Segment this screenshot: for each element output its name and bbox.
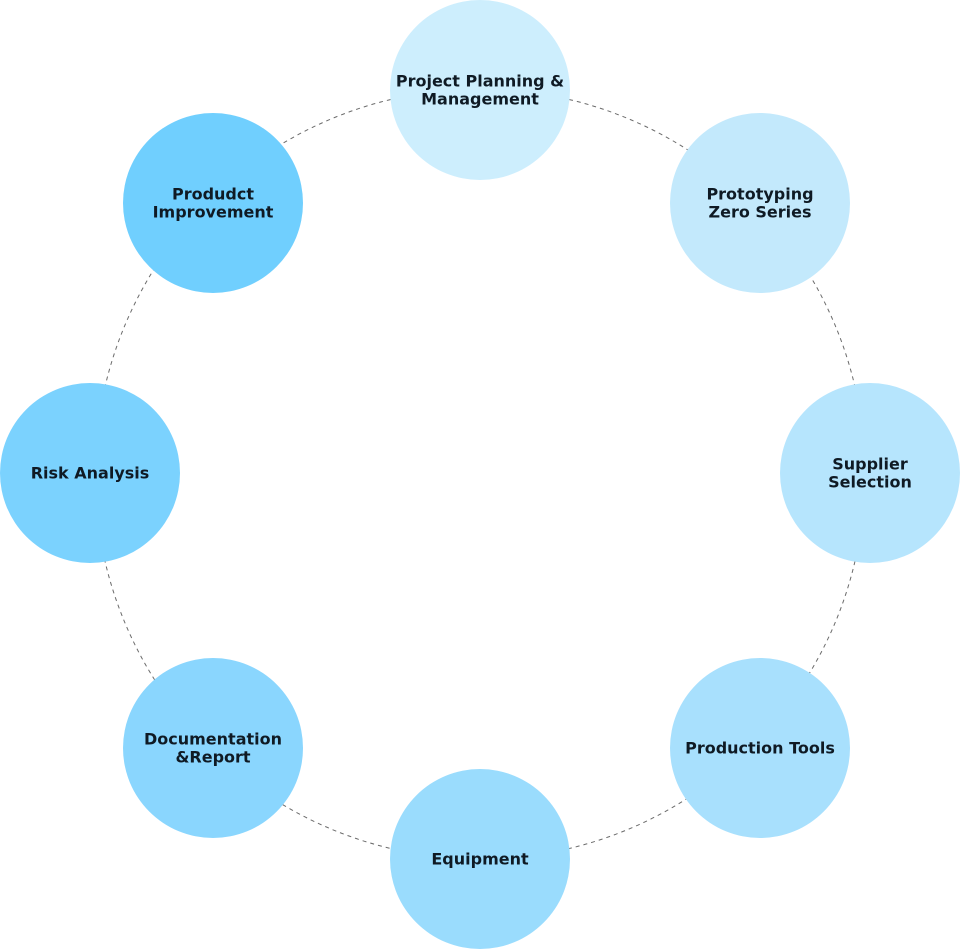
node-risk-analysis: Risk Analysis [0,383,180,563]
node-label-project-planning-line-2: Management [421,90,539,109]
node-circle-equipment [390,769,570,949]
node-label-documentation-report-line-1: Documentation [144,730,282,749]
node-project-planning: Project Planning &Management [390,0,570,180]
node-label-project-planning-line-1: Project Planning & [396,72,564,91]
node-documentation-report: Documentation&Report [123,658,303,838]
node-label-product-improvement-line-1: Produdct [172,185,254,204]
node-label-production-tools-line-1: Production Tools [685,739,835,758]
node-circle-product-improvement [123,113,303,293]
node-label-equipment-line-1: Equipment [431,850,529,869]
node-label-supplier-selection-line-1: Supplier [832,455,908,474]
node-circle-documentation-report [123,658,303,838]
node-production-tools: Production Tools [670,658,850,838]
node-label-prototyping-line-2: Zero Series [708,203,811,222]
node-label-risk-analysis-line-1: Risk Analysis [31,464,150,483]
node-circle-supplier-selection [780,383,960,563]
node-label-product-improvement-line-2: Improvement [153,203,274,222]
node-equipment: Equipment [390,769,570,949]
node-label-documentation-report-line-2: &Report [175,748,250,767]
node-circle-prototyping [670,113,850,293]
node-circle-project-planning [390,0,570,180]
node-label-prototyping-line-1: Prototyping [706,185,813,204]
node-label-supplier-selection-line-2: Selection [828,473,912,492]
node-circle-risk-analysis [0,383,180,563]
node-circle-production-tools [670,658,850,838]
